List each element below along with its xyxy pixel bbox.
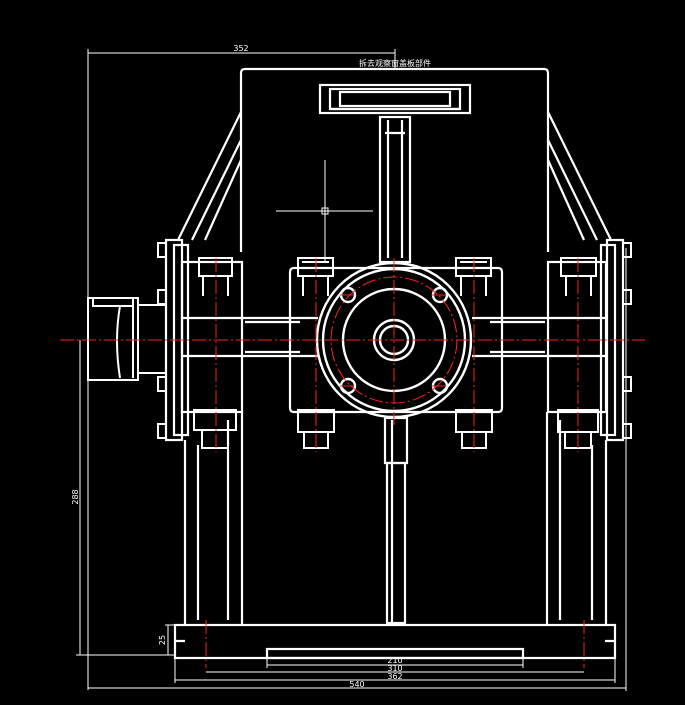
bolt-group-bottom — [193, 409, 599, 449]
dimension-lines — [76, 49, 627, 691]
flange-studs — [157, 242, 632, 439]
dim-210: 210 — [387, 656, 402, 665]
dim-352: 352 — [233, 44, 248, 53]
dim-25: 25 — [158, 635, 167, 645]
input-shaft-housing — [87, 297, 166, 381]
dim-362: 362 — [387, 672, 402, 681]
centerlines — [60, 258, 645, 668]
cursor-crosshair-icon — [276, 160, 373, 262]
drawing-note: 拆去观察窗盖板部件 — [359, 58, 431, 68]
dim-540: 540 — [349, 680, 364, 689]
dim-288: 288 — [71, 489, 80, 504]
dim-310: 310 — [387, 664, 402, 673]
